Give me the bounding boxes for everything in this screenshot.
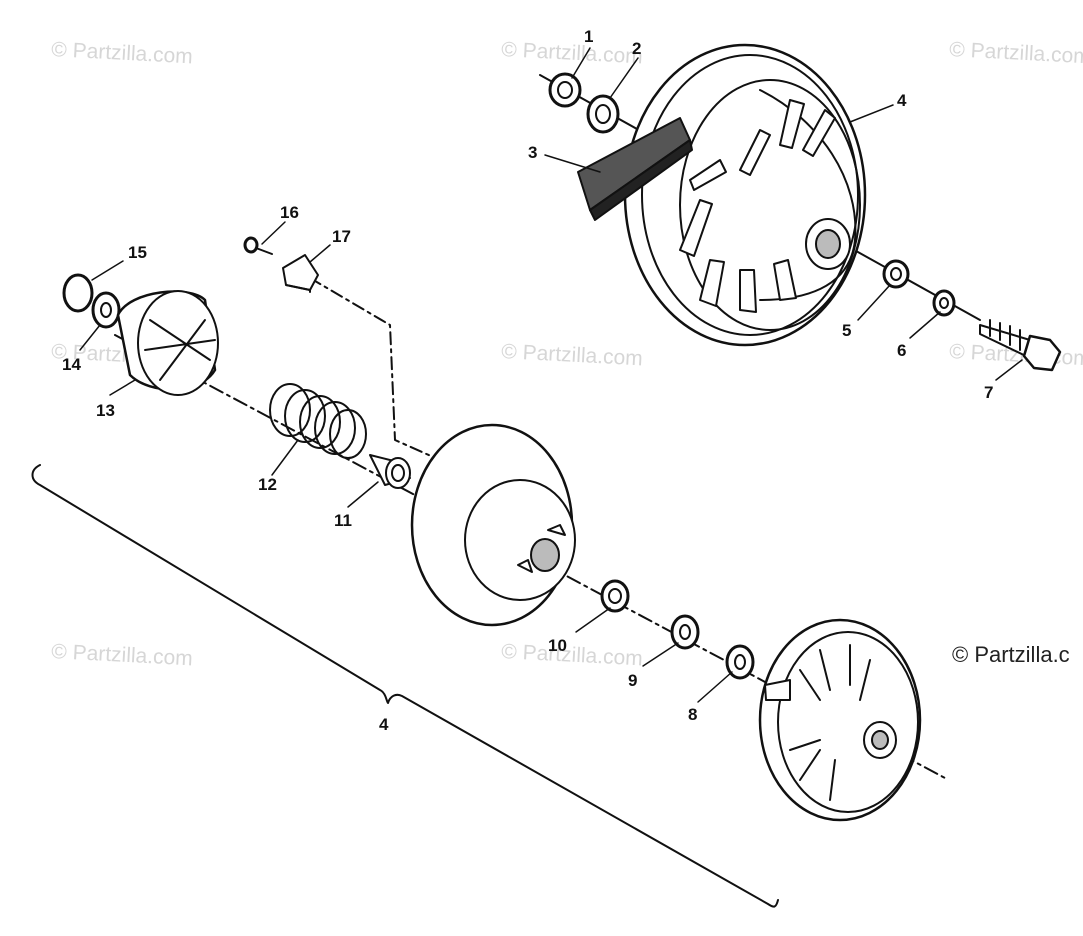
callout-8: 8 xyxy=(688,705,698,724)
callout-11: 11 xyxy=(334,511,352,530)
bushing-10 xyxy=(600,579,630,613)
callout-2: 2 xyxy=(632,39,642,58)
screw-16 xyxy=(243,236,273,255)
leader-lines xyxy=(79,47,1023,703)
callout-10: 10 xyxy=(548,636,567,655)
callout-15: 15 xyxy=(128,243,147,262)
washer-1 xyxy=(548,72,582,108)
assembly-path xyxy=(309,277,441,461)
callout-12: 12 xyxy=(258,475,277,494)
shoe-17 xyxy=(282,254,319,293)
callout-4-assembly: 4 xyxy=(379,715,389,734)
washer-6 xyxy=(932,289,956,317)
callout-3: 3 xyxy=(528,143,538,162)
bushing-11 xyxy=(369,454,411,489)
moveable-sheave xyxy=(410,423,576,627)
callout-7: 7 xyxy=(984,383,994,402)
bolt-7 xyxy=(979,319,1062,372)
washer-8 xyxy=(725,644,755,680)
callout-1: 1 xyxy=(584,27,594,46)
callout-17: 17 xyxy=(332,227,351,246)
cam-13 xyxy=(116,290,219,396)
fixed-sheave xyxy=(758,618,922,822)
callout-5: 5 xyxy=(842,321,852,340)
belt-3 xyxy=(577,117,693,221)
washer-2 xyxy=(586,94,620,134)
washer-14 xyxy=(91,291,121,329)
assembly-bracket xyxy=(31,464,779,908)
washer-5 xyxy=(882,259,910,289)
callout-9: 9 xyxy=(628,671,638,690)
callout-16: 16 xyxy=(280,203,299,222)
callout-6: 6 xyxy=(897,341,907,360)
sheave-4 xyxy=(623,43,867,347)
callout-4: 4 xyxy=(897,91,907,110)
spring-12 xyxy=(269,383,367,459)
snap-ring-15 xyxy=(62,273,94,313)
washer-9 xyxy=(670,614,700,650)
watermark-strong: © Partzilla.c xyxy=(952,642,1070,667)
callout-13: 13 xyxy=(96,401,115,420)
callout-14: 14 xyxy=(62,355,81,374)
